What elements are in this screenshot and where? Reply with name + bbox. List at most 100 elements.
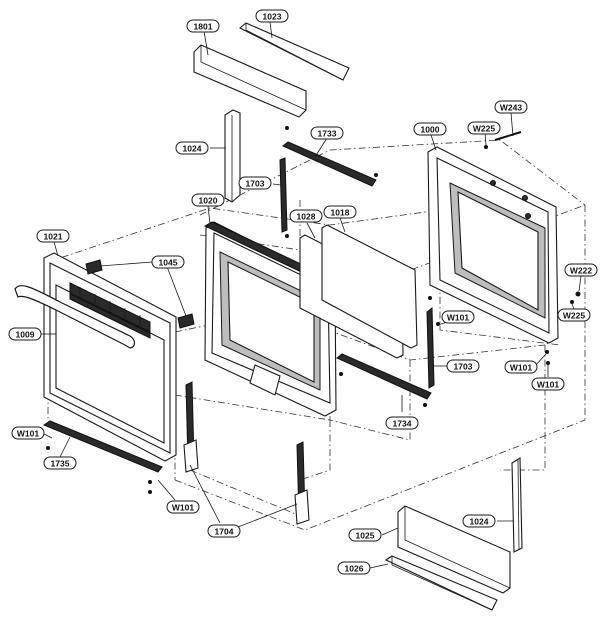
callout-bubble bbox=[238, 176, 272, 190]
callout-bubble bbox=[186, 19, 220, 33]
part-1045-bracket-left bbox=[85, 259, 103, 275]
callout-label: 1000 bbox=[421, 125, 440, 135]
callout-1735-1735[interactable]: 1735 bbox=[43, 456, 77, 470]
callout-label: 1028 bbox=[297, 212, 316, 222]
part-1024-side-strip-bottom bbox=[511, 457, 523, 553]
callout-1021-1021[interactable]: 1021 bbox=[36, 229, 70, 243]
callout-1009-1009[interactable]: 1009 bbox=[8, 327, 42, 341]
callout-1703-1703-top[interactable]: 1703 bbox=[238, 176, 272, 190]
callout-bubble bbox=[255, 9, 289, 23]
callout-label: W101 bbox=[510, 363, 532, 373]
callout-bubble bbox=[467, 121, 501, 135]
callout-label: W243 bbox=[500, 103, 522, 113]
callout-1028-1028[interactable]: 1028 bbox=[289, 209, 323, 223]
callout-1018-1018[interactable]: 1018 bbox=[323, 205, 357, 219]
part-1026-bottom-trim bbox=[384, 555, 498, 611]
callout-bubble bbox=[323, 205, 357, 219]
callout-1024-1024-bottom[interactable]: 1024 bbox=[462, 514, 496, 528]
callout-label: 1734 bbox=[393, 419, 412, 429]
callout-bubble bbox=[36, 229, 70, 243]
callout-label: W101 bbox=[537, 380, 559, 390]
callout-label: W101 bbox=[447, 313, 469, 323]
callout-label: 1704 bbox=[215, 527, 234, 537]
callout-bubble bbox=[557, 308, 591, 322]
callout-w101-w101-mid[interactable]: W101 bbox=[441, 310, 475, 324]
callout-w101-w101-bottom[interactable]: W101 bbox=[166, 500, 200, 514]
callout-1045-1045[interactable]: 1045 bbox=[151, 255, 185, 269]
callout-bubble bbox=[441, 310, 475, 324]
callout-bubble bbox=[310, 126, 344, 140]
callout-label: W225 bbox=[563, 311, 585, 321]
callout-bubble bbox=[175, 141, 209, 155]
callout-1704-1704[interactable]: 1704 bbox=[207, 524, 241, 538]
callout-bubble bbox=[413, 122, 447, 136]
part-1733-top-rail bbox=[282, 141, 377, 187]
callout-bubble bbox=[289, 209, 323, 223]
callout-w222-w222[interactable]: W222 bbox=[564, 263, 598, 277]
callout-label: 1703 bbox=[246, 179, 265, 189]
callout-label: W101 bbox=[172, 503, 194, 513]
callout-w225-w225-right[interactable]: W225 bbox=[557, 308, 591, 322]
callout-label: 1045 bbox=[159, 258, 178, 268]
callout-bubble bbox=[191, 193, 225, 207]
callout-bubble bbox=[166, 500, 200, 514]
leader-lines bbox=[40, 21, 582, 569]
callout-label: 1020 bbox=[199, 196, 218, 206]
callout-w101-w101-right2[interactable]: W101 bbox=[531, 377, 565, 391]
callout-1025-1025[interactable]: 1025 bbox=[348, 528, 382, 542]
callout-bubble bbox=[564, 263, 598, 277]
callout-label: W225 bbox=[473, 124, 495, 134]
callout-1023-1023[interactable]: 1023 bbox=[255, 9, 289, 23]
callout-1734-1734[interactable]: 1734 bbox=[385, 416, 419, 430]
callout-label: 1021 bbox=[44, 232, 63, 242]
part-1000-back-door-frame bbox=[427, 146, 559, 344]
callout-label: 1018 bbox=[331, 208, 350, 218]
part-1703-vertical-rail-top bbox=[279, 157, 288, 233]
callout-bubble bbox=[8, 327, 42, 341]
part-1018-glass-panel bbox=[321, 224, 418, 349]
callout-1733-1733[interactable]: 1733 bbox=[310, 126, 344, 140]
callout-bubble bbox=[337, 561, 371, 575]
callout-bubble bbox=[462, 514, 496, 528]
callout-label: 1024 bbox=[470, 517, 489, 527]
callout-label: 1735 bbox=[51, 459, 70, 469]
part-1024-side-strip-top bbox=[224, 109, 241, 203]
callout-w101-w101-right1[interactable]: W101 bbox=[504, 360, 538, 374]
callout-1020-1020[interactable]: 1020 bbox=[191, 193, 225, 207]
callout-label: 1023 bbox=[263, 12, 282, 22]
callout-bubble bbox=[151, 255, 185, 269]
callout-w243-w243[interactable]: W243 bbox=[494, 100, 528, 114]
callout-bubble bbox=[385, 416, 419, 430]
part-1735-bottom-rail bbox=[42, 420, 163, 473]
callout-bubble bbox=[207, 524, 241, 538]
callout-label: W222 bbox=[570, 266, 592, 276]
callout-label: 1025 bbox=[356, 531, 375, 541]
callout-w225-w225-top[interactable]: W225 bbox=[467, 121, 501, 135]
callout-bubble bbox=[504, 360, 538, 374]
part-1703-vertical-rail-bottom bbox=[426, 306, 435, 389]
part-1021-front-door bbox=[43, 252, 177, 462]
callout-1703-1703-bottom[interactable]: 1703 bbox=[446, 359, 480, 373]
callout-label: 1009 bbox=[16, 330, 35, 340]
part-1045-bracket-right bbox=[177, 313, 195, 329]
callout-label: 1026 bbox=[345, 564, 364, 574]
callout-1801-1801[interactable]: 1801 bbox=[186, 19, 220, 33]
callout-label: 1703 bbox=[454, 362, 473, 372]
callout-bubble bbox=[446, 359, 480, 373]
callout-label: W101 bbox=[17, 429, 39, 439]
callout-1026-1026[interactable]: 1026 bbox=[337, 561, 371, 575]
part-1704-hinge-left bbox=[183, 381, 199, 473]
callout-bubble bbox=[531, 377, 565, 391]
callout-bubble bbox=[11, 426, 45, 440]
callout-bubble bbox=[43, 456, 77, 470]
part-1704-hinge-right bbox=[294, 441, 310, 525]
callout-label: 1801 bbox=[194, 22, 213, 32]
callout-1000-1000[interactable]: 1000 bbox=[413, 122, 447, 136]
callout-1024-1024-top[interactable]: 1024 bbox=[175, 141, 209, 155]
part-1009-door-handle bbox=[14, 285, 136, 349]
part-W243-screw bbox=[494, 131, 522, 141]
part-1734-bottom-rail bbox=[336, 353, 432, 400]
callout-w101-w101-left[interactable]: W101 bbox=[11, 426, 45, 440]
callout-label: 1733 bbox=[318, 129, 337, 139]
